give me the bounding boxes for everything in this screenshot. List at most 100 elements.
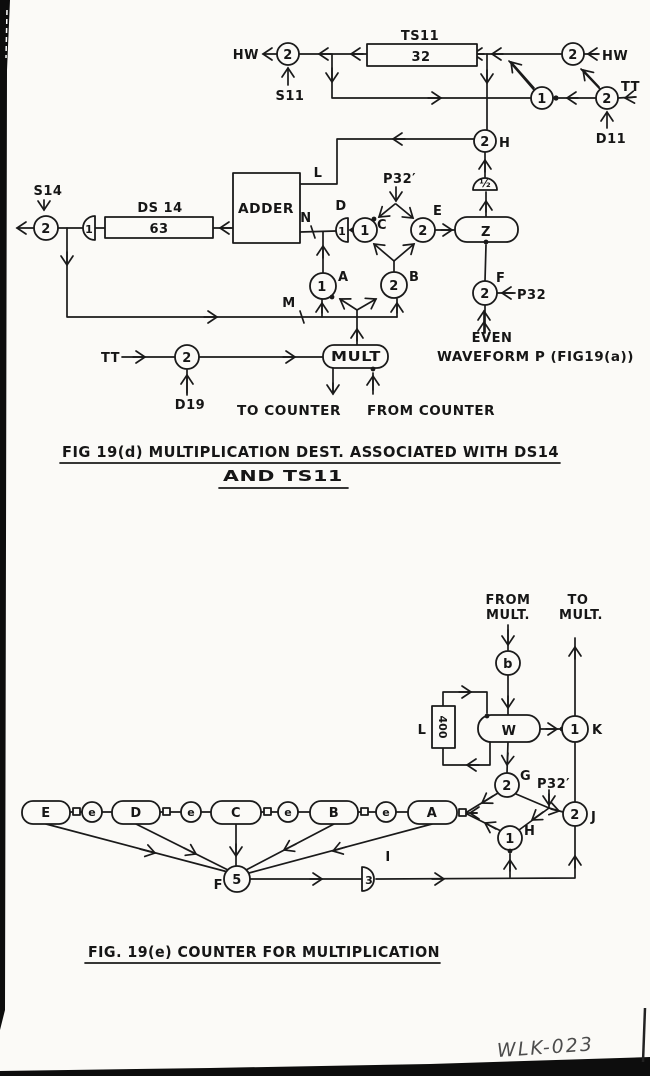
node-j-gate (562, 801, 588, 827)
ds14-store-value: 63 (149, 222, 168, 237)
z-unit-label: Z (481, 225, 491, 240)
stage-b-oval (309, 800, 359, 825)
scan-bottom-edge-bar (0, 1057, 650, 1076)
node-k-gate (561, 715, 589, 743)
junction-dot (553, 95, 559, 101)
node-b-value: b (503, 657, 513, 672)
delay-400-value: 400 (436, 716, 449, 739)
fig-19d-caption-line2: AND TS11 (223, 467, 343, 485)
stage-c-oval (210, 800, 262, 825)
half-pulse-value: ½ (479, 177, 490, 190)
d19-label: D19 (175, 398, 205, 413)
node-g-gate (494, 772, 520, 798)
junction-dot (484, 713, 490, 719)
node-b-gate-value: 2 (389, 279, 399, 294)
junction-dot (329, 294, 335, 300)
gate-d-symbol (335, 217, 349, 243)
handwritten-mark: WLK-023 (496, 1033, 594, 1062)
scan-left-edge-bar (0, 0, 10, 1030)
gate-ds14-symbol (82, 215, 96, 241)
node-f-gate (472, 280, 498, 306)
coupler-circle (81, 801, 103, 823)
p32-prime-label: P32′ (537, 777, 570, 792)
node-one-gate-value: 1 (537, 92, 547, 107)
coupler-value: e (382, 806, 389, 819)
gate-d-tag: D (335, 199, 346, 214)
node-f-gate-value: 2 (480, 287, 490, 302)
stage-d-oval (111, 800, 161, 825)
node-g-gate-value: 2 (502, 779, 512, 794)
ds14-store-label: DS 14 (137, 201, 182, 216)
p32-label: P32 (517, 288, 546, 303)
coupler-circle (277, 801, 299, 823)
from-counter-label: FROM COUNTER (367, 404, 495, 419)
node-h-gate-value: 2 (480, 135, 490, 150)
coupler-value: e (88, 806, 95, 819)
adder-box (232, 172, 301, 244)
node-c-gate (352, 217, 378, 243)
mult-unit (322, 344, 389, 369)
node-b (495, 650, 521, 676)
w-unit-label: W (502, 724, 517, 739)
node-s14-gate (33, 215, 59, 241)
ts11-store-box (366, 43, 478, 67)
node-tt-gate-value: 2 (602, 92, 612, 107)
node-k-gate-value: 1 (570, 723, 580, 738)
node-one-gate (530, 86, 554, 110)
junction-dot (371, 216, 377, 222)
node-hw-in-gate-value: 2 (568, 48, 578, 63)
fig-19d-caption-line1: FIG 19(d) MULTIPLICATION DEST. ASSOCIATE… (62, 443, 559, 461)
l-tag: L (314, 166, 323, 181)
s14-label: S14 (34, 184, 63, 199)
h-tag: H (499, 136, 510, 151)
from-mult-label-line1: FROM (486, 593, 531, 608)
node-e-gate-value: 2 (418, 224, 428, 239)
stage-d-label: D (130, 806, 141, 821)
node-h-gate-value: 1 (505, 832, 515, 847)
i-tag: I (385, 850, 390, 865)
node-j-gate-value: 2 (570, 808, 580, 823)
stage-e-label: E (41, 806, 50, 821)
s11-label: S11 (276, 89, 305, 104)
node-hw-in-gate (561, 42, 585, 66)
mult-unit-label: MULT (331, 350, 381, 365)
to-mult-label-line1: TO (568, 593, 589, 608)
from-mult-label-line2: MULT. (486, 608, 530, 623)
b-tag: B (409, 270, 419, 285)
w-unit (477, 714, 541, 743)
junction-dot (483, 239, 489, 245)
junction-dot (370, 366, 376, 372)
half-pulse-dome (472, 177, 498, 191)
f-tag: F (496, 271, 505, 286)
gate-d-value: 1 (338, 225, 346, 238)
coupler-circle (180, 801, 202, 823)
junction-dot (507, 848, 513, 854)
stage-a-label: A (427, 806, 438, 821)
fig-19e-caption: FIG. 19(e) COUNTER FOR MULTIPLICATION (88, 943, 440, 961)
d11-label: D11 (596, 132, 626, 147)
counter-stage-chain: E e D e C e B e A (21, 800, 467, 825)
node-b-gate (380, 271, 408, 299)
fig-19d-arrows (15, 47, 636, 396)
h-tag: H (524, 824, 535, 839)
node-a-gate (309, 272, 337, 300)
m-tag: M (282, 296, 295, 311)
to-mult-label-line2: MULT. (559, 608, 603, 623)
delay-400-box (431, 705, 456, 749)
delay-l-tag: L (418, 723, 427, 738)
hw-in-label: HW (602, 49, 628, 64)
coupler-value: e (187, 806, 194, 819)
node-a-gate-value: 1 (317, 280, 327, 295)
stage-a-oval (407, 800, 458, 825)
scan-left-edge-scratch (5, 9, 8, 59)
stage-connector-square (263, 807, 272, 816)
stage-c-label: C (231, 806, 241, 821)
node-c-gate-value: 1 (360, 224, 370, 239)
p32-prime-label: P32′ (383, 172, 416, 187)
stage-connector-square (162, 807, 171, 816)
node-e-gate (410, 217, 436, 243)
e-tag: E (433, 204, 442, 219)
